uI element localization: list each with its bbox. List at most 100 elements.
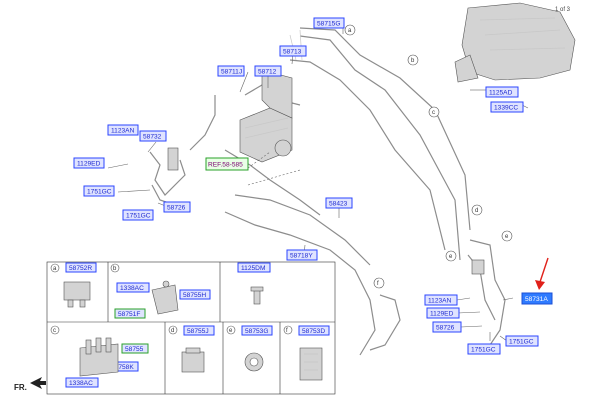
- svg-text:b: b: [113, 266, 117, 272]
- svg-text:1751GC: 1751GC: [471, 347, 496, 354]
- svg-text:1125DM: 1125DM: [241, 265, 265, 272]
- label-1339CC[interactable]: 1339CC: [490, 101, 524, 113]
- label-1123AN-right[interactable]: 1123AN: [424, 294, 458, 306]
- callout-d: d: [471, 204, 483, 216]
- svg-text:d: d: [171, 328, 174, 334]
- label-58423[interactable]: 58423: [325, 197, 353, 209]
- svg-text:58715G: 58715G: [317, 21, 340, 28]
- table-callout-a: a: [50, 263, 60, 273]
- label-58718Y[interactable]: 58718Y: [286, 249, 318, 261]
- svg-text:58718Y: 58718Y: [290, 253, 313, 260]
- part-1125DM-drawing: [250, 286, 264, 305]
- svg-text:1339CC: 1339CC: [494, 105, 518, 112]
- left-harness-part: [149, 147, 186, 206]
- table-label-58755J[interactable]: 58755J: [183, 325, 215, 336]
- svg-text:1123AN: 1123AN: [428, 298, 452, 305]
- table-label-58752R[interactable]: 58752R: [65, 262, 97, 273]
- table-b-58751F[interactable]: 58751F: [114, 308, 146, 319]
- svg-text:d: d: [475, 208, 478, 214]
- table-c-1338AC[interactable]: 1338AC: [65, 377, 99, 388]
- table-label-58753D[interactable]: 58753D: [298, 325, 330, 336]
- callout-a: a: [344, 24, 356, 36]
- svg-text:1751GC: 1751GC: [509, 339, 534, 346]
- svg-text:b: b: [411, 58, 415, 64]
- table-c-58755[interactable]: 58755: [121, 343, 149, 354]
- svg-text:1123AN: 1123AN: [111, 128, 135, 135]
- table-callout-f: f: [283, 325, 293, 335]
- part-58755H-drawing: [151, 280, 179, 315]
- svg-text:58755: 58755: [125, 346, 144, 353]
- part-58753D-drawing: [299, 347, 323, 381]
- brake-pipes: [189, 27, 471, 356]
- svg-text:58751F: 58751F: [118, 311, 140, 318]
- label-58726-right[interactable]: 58726: [432, 321, 462, 333]
- label-ref-58-585[interactable]: REF.58-585: [205, 157, 249, 171]
- label-1751GC-b[interactable]: 1751GC: [122, 209, 154, 221]
- svg-text:e: e: [449, 254, 453, 260]
- svg-text:FR.: FR.: [14, 383, 27, 392]
- table-callout-e: e: [226, 325, 236, 335]
- label-1123AN-top[interactable]: 1123AN: [107, 124, 139, 136]
- svg-text:e: e: [229, 328, 233, 334]
- table-label-1125DM[interactable]: 1125DM: [237, 262, 271, 273]
- part-58753G-drawing: [244, 352, 264, 372]
- svg-text:58753G: 58753G: [245, 328, 268, 335]
- callout-b: b: [407, 54, 419, 66]
- label-1751GC-right2[interactable]: 1751GC: [505, 335, 539, 347]
- label-1129ED-left[interactable]: 1129ED: [73, 157, 105, 169]
- label-58726-left[interactable]: 58726: [163, 201, 191, 213]
- svg-text:58711J: 58711J: [221, 69, 242, 76]
- svg-text:58732: 58732: [143, 134, 162, 141]
- svg-text:58755H: 58755H: [183, 292, 206, 299]
- table-callout-d: d: [168, 325, 178, 335]
- table-b-1338AC[interactable]: 1338AC: [116, 282, 150, 293]
- svg-text:1338AC: 1338AC: [69, 380, 93, 387]
- label-58711J[interactable]: 58711J: [217, 65, 245, 77]
- table-callout-b: b: [110, 263, 120, 273]
- label-58732[interactable]: 58732: [139, 130, 167, 142]
- part-58752R-drawing: [63, 281, 91, 308]
- part-58755J-drawing: [181, 347, 205, 373]
- svg-text:a: a: [348, 28, 352, 34]
- svg-text:1129ED: 1129ED: [430, 311, 454, 318]
- svg-text:1129ED: 1129ED: [77, 161, 101, 168]
- label-58712[interactable]: 58712: [254, 65, 282, 77]
- table-label-58753G[interactable]: 58753G: [241, 325, 273, 336]
- svg-text:a: a: [53, 266, 57, 272]
- label-58715G[interactable]: 58715G: [313, 17, 345, 29]
- callout-e: e: [501, 230, 513, 242]
- callout-f: f: [373, 277, 385, 289]
- svg-text:e: e: [505, 234, 509, 240]
- reservoir-part: [454, 2, 576, 83]
- svg-text:1338AC: 1338AC: [120, 285, 144, 292]
- page-indicator: 1 of 3: [555, 7, 571, 13]
- svg-text:58423: 58423: [329, 201, 348, 208]
- svg-text:58758K: 58758K: [111, 364, 134, 371]
- label-1751GC-a[interactable]: 1751GC: [83, 185, 115, 197]
- svg-text:c: c: [432, 110, 435, 116]
- front-marker: FR.: [14, 377, 46, 392]
- svg-text:1125AD: 1125AD: [489, 90, 513, 97]
- svg-text:58726: 58726: [167, 205, 186, 212]
- label-1129ED-right[interactable]: 1129ED: [426, 307, 460, 319]
- label-58713[interactable]: 58713: [279, 45, 307, 57]
- svg-text:58712: 58712: [258, 69, 277, 76]
- callout-c: c: [428, 106, 440, 118]
- parts-table: [46, 261, 336, 395]
- table-b-58755H[interactable]: 58755H: [179, 289, 211, 300]
- svg-text:58753D: 58753D: [302, 328, 325, 335]
- svg-text:58726: 58726: [436, 325, 455, 332]
- svg-text:58755J: 58755J: [187, 328, 209, 335]
- svg-text:1751GC: 1751GC: [87, 189, 112, 196]
- svg-text:58731A: 58731A: [525, 296, 548, 303]
- label-1751GC-right1[interactable]: 1751GC: [467, 343, 501, 355]
- label-1125AD[interactable]: 1125AD: [485, 86, 519, 98]
- svg-text:58752R: 58752R: [69, 265, 92, 272]
- svg-text:REF.58-585: REF.58-585: [208, 162, 243, 169]
- svg-text:f: f: [286, 328, 288, 334]
- svg-text:f: f: [377, 281, 379, 287]
- right-harness-part: [467, 239, 506, 346]
- abs-module-part: [239, 69, 293, 163]
- label-58731A[interactable]: 58731A: [521, 292, 553, 305]
